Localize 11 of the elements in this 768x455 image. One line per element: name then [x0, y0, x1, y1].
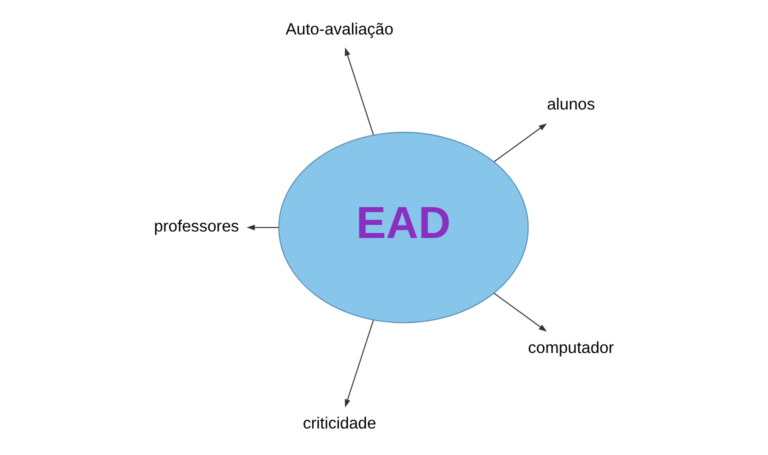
node-text: professores — [154, 217, 240, 236]
node-text: alunos — [547, 96, 595, 114]
arrow — [344, 320, 374, 408]
node-text: criticidade — [302, 414, 376, 432]
node-text: Auto-avaliação — [286, 20, 394, 38]
arrow — [494, 292, 547, 332]
arrow — [494, 123, 547, 162]
node-ellipse: EAD — [278, 132, 529, 324]
arrow — [344, 48, 374, 135]
arrow — [246, 224, 279, 230]
node-text: computador — [528, 339, 614, 358]
